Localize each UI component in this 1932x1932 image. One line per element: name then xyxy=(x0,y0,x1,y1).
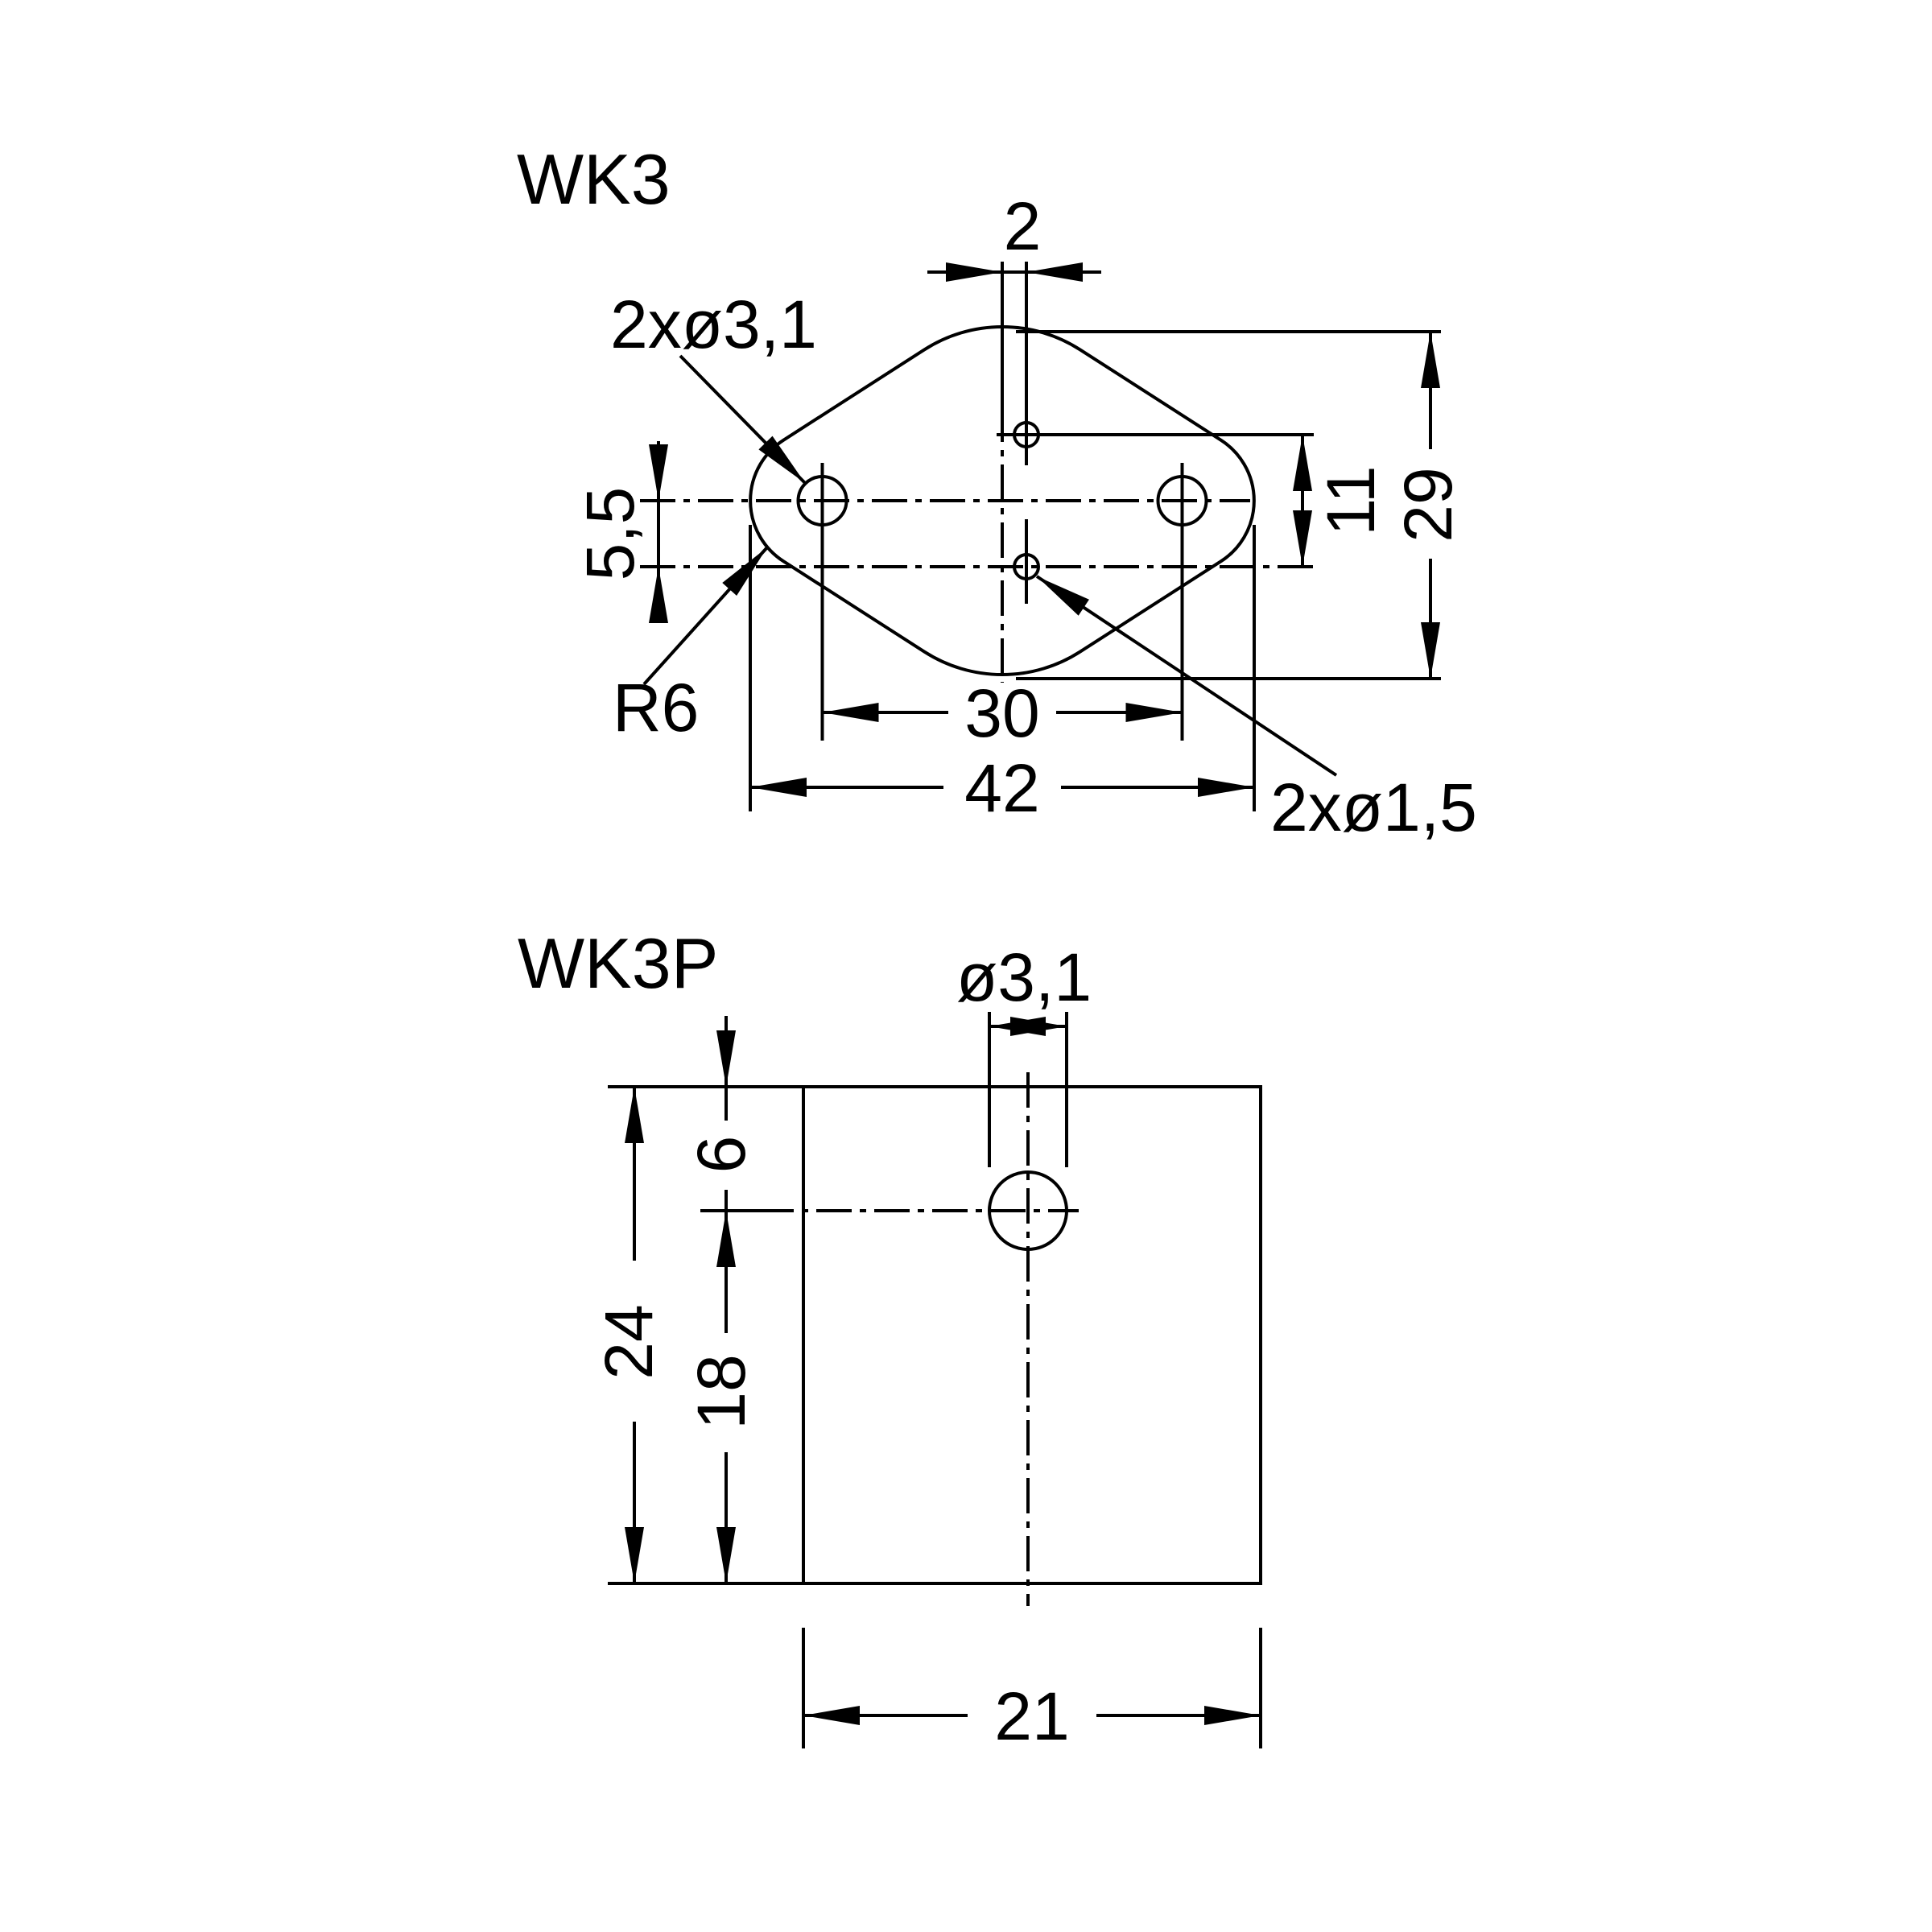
wk3-dim-29: 29 xyxy=(1016,330,1466,680)
wk3-dim-30-text: 30 xyxy=(964,675,1039,751)
wk3-dim-11-text: 11 xyxy=(1313,465,1389,535)
wk3-label-mounting-holes-text: 2xø3,1 xyxy=(610,287,817,362)
wk3-dim-2-text: 2 xyxy=(1004,188,1042,264)
wk3p-dim-hole-dia-text: ø3,1 xyxy=(956,939,1092,1015)
wk3p-dim-hole-dia: ø3,1 xyxy=(956,939,1092,1167)
wk3-dim-11: 11 xyxy=(1293,435,1389,567)
wk3-label-corner-radius: R6 xyxy=(613,546,769,745)
wk3p-dim-6: 6 xyxy=(683,1016,759,1270)
wk3-label-pin-holes-leader xyxy=(1035,575,1338,777)
wk3-label-pin-holes: 2xø1,5 xyxy=(1035,575,1477,845)
wk3p-drawing: ø3,1 24 6 18 xyxy=(518,923,1262,1754)
wk3p-dim-18-text: 18 xyxy=(683,1354,759,1429)
wk3-label-corner-radius-text: R6 xyxy=(613,670,699,745)
wk3p-dim-24-text-gap xyxy=(597,1261,665,1422)
wk3-label-mounting-holes-leader xyxy=(679,354,807,485)
wk3-dim-30-text-gap xyxy=(948,683,1056,744)
wk3p-plate-outline xyxy=(802,1085,1262,1585)
wk3p-dim-21-text-gap xyxy=(968,1685,1096,1748)
wk3-dim-29-text: 29 xyxy=(1390,467,1466,542)
wk3p-title: WK3P xyxy=(518,923,718,1003)
wk3p-dim-6-text: 6 xyxy=(683,1136,759,1174)
wk3p-dim-21-text: 21 xyxy=(994,1678,1069,1754)
wk3-label-pin-holes-text: 2xø1,5 xyxy=(1270,770,1477,845)
wk3p-dim-18: 18 xyxy=(683,1211,759,1583)
wk3p-dim-24: 24 xyxy=(591,1087,667,1583)
wk3-dim-5-5: 5,5 xyxy=(572,441,668,623)
wk3-dim-2: 2 xyxy=(927,188,1101,407)
wk3-label-mounting-holes: 2xø3,1 xyxy=(610,287,817,485)
wk3-dim-42: 42 xyxy=(749,525,1256,826)
wk3-dim-30: 30 xyxy=(822,675,1183,751)
wk3p-dim-18-text-gap xyxy=(684,1333,752,1452)
wk3-dim-5-5-text: 5,5 xyxy=(572,487,648,581)
wk3-dim-42-text: 42 xyxy=(964,750,1039,826)
wk3p-dim-6-text-gap xyxy=(689,1121,757,1190)
wk3-dim-42-text-gap xyxy=(943,757,1061,818)
wk3-title: WK3 xyxy=(517,139,671,219)
wk3-dim-29-text-gap xyxy=(1399,449,1463,559)
wk3-drawing: 2 29 11 5,5 30 xyxy=(517,139,1477,845)
wk3p-dim-24-text: 24 xyxy=(591,1304,667,1379)
wk3p-dim-21: 21 xyxy=(802,1628,1262,1754)
wk3-label-corner-radius-leader xyxy=(642,546,769,686)
